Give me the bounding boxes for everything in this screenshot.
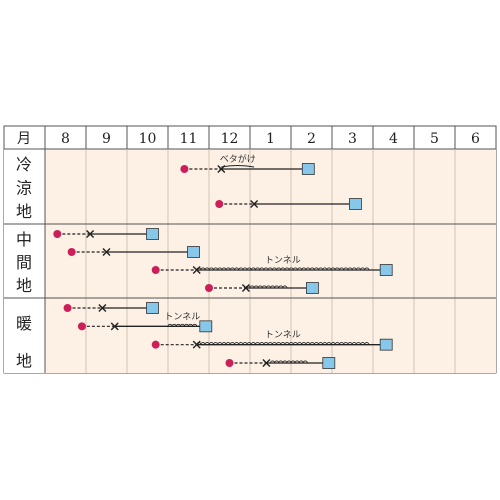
harvest-square (199, 320, 213, 333)
schedule-row: トンネル (77, 311, 213, 333)
region-label-char: 暖 (16, 314, 32, 333)
sowing-dot (77, 322, 86, 331)
tunnel-cover (270, 360, 308, 364)
sowing-dot (63, 304, 72, 312)
tunnel-cover (196, 342, 370, 345)
planting-mark (192, 340, 201, 349)
schedule-row: トンネル (151, 255, 393, 276)
harvest-square (379, 264, 393, 276)
month-label: 12 (221, 131, 239, 147)
month-label: 1 (266, 131, 275, 147)
month-header-label: 月 (17, 131, 31, 147)
month-label: 9 (102, 131, 111, 147)
sowing-dot (151, 266, 160, 274)
harvest-square (146, 228, 159, 240)
tunnel-cover (196, 267, 370, 271)
region-label-char: 地 (16, 352, 32, 371)
month-label: 5 (430, 131, 439, 147)
schedule-row: トンネル (151, 330, 393, 351)
harvest-square (322, 357, 336, 369)
sowing-dot (180, 165, 189, 173)
region-label-char: 地 (16, 276, 32, 295)
cover-label: トンネル (164, 311, 200, 322)
planting-mark (110, 322, 119, 331)
cover-label: トンネル (265, 330, 301, 341)
month-label: 4 (389, 131, 398, 147)
tunnel-cover (167, 323, 198, 327)
region-label-char: 冷 (16, 155, 32, 174)
sowing-dot (67, 248, 76, 256)
planting-mark (250, 200, 259, 208)
month-label: 6 (471, 131, 480, 147)
cover-label: ベタがけ (220, 153, 256, 165)
grid-lines (4, 126, 496, 373)
region-label-char: 中 (16, 230, 32, 249)
planting-mark (102, 248, 111, 256)
planting-mark (98, 304, 107, 312)
harvest-square (379, 338, 393, 351)
cover-label: トンネル (265, 255, 301, 266)
planting-mark (262, 359, 271, 367)
sowing-dot (225, 359, 234, 367)
region-label-char: 間 (16, 253, 32, 272)
harvest-square (305, 282, 319, 294)
grid-background (45, 149, 496, 373)
schedule-row (215, 198, 362, 210)
sowing-dot (53, 230, 62, 238)
schedule-row (67, 246, 200, 258)
sowing-dot (205, 284, 213, 292)
harvest-square (301, 163, 315, 175)
planting-mark (241, 284, 250, 292)
region-column (4, 149, 45, 373)
schedule-row (63, 302, 159, 314)
month-label: 11 (180, 131, 198, 147)
planting-mark (86, 230, 95, 238)
sowing-dot (151, 340, 160, 349)
schedule-row: ベタがけ (180, 153, 315, 175)
sowing-dot (215, 200, 224, 208)
planting-mark (217, 165, 226, 173)
month-label: 10 (139, 131, 157, 147)
tunnel-cover (245, 285, 288, 289)
month-label: 8 (61, 131, 70, 147)
planting-mark (192, 266, 201, 274)
month-label: 2 (307, 131, 316, 147)
schedule-row (205, 282, 319, 294)
region-label-char: 涼 (16, 179, 32, 198)
region-label-char: 地 (16, 202, 32, 221)
harvest-square (187, 246, 200, 258)
schedule-row (53, 228, 159, 240)
harvest-square (146, 302, 159, 314)
schedule-row (225, 357, 336, 369)
month-label: 3 (348, 131, 357, 147)
harvest-square (349, 198, 362, 210)
